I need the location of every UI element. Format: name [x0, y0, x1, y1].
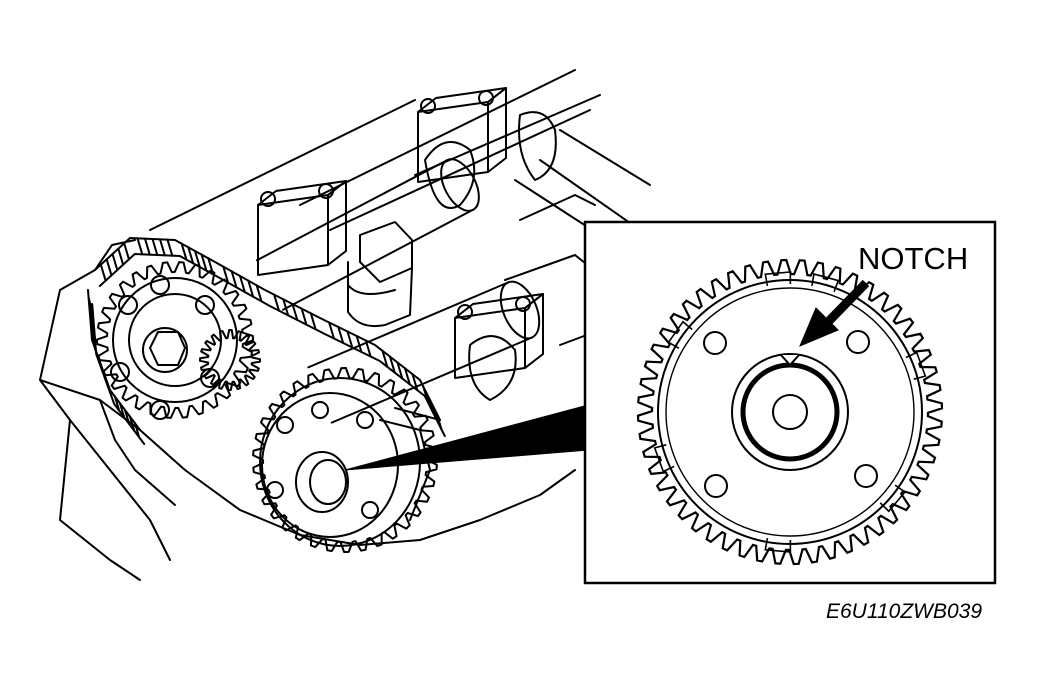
cap-bolt	[457, 304, 473, 320]
sensor-ring	[347, 284, 396, 295]
cap-bolt	[478, 90, 494, 106]
cam-lobe	[424, 141, 476, 209]
cam-cap-rear	[417, 87, 507, 183]
trigger-wheel	[199, 329, 261, 391]
cylinder-head-drawing	[39, 69, 651, 581]
sprocket-hole	[110, 362, 130, 382]
sprocket-web-ring	[665, 287, 915, 537]
intake-sprocket-bolt	[142, 327, 188, 373]
rim-lug	[764, 537, 792, 553]
leader-wedge	[344, 404, 589, 471]
housing-outline	[39, 289, 576, 561]
housing-inner-edge	[99, 399, 176, 506]
sprocket-hole	[854, 464, 878, 488]
notch-label: NOTCH	[858, 241, 969, 276]
rim-lug	[764, 271, 792, 287]
detail-inset	[583, 220, 997, 585]
sprocket-hole	[195, 295, 215, 315]
sensor-body	[347, 261, 413, 328]
cam-lobe	[468, 335, 517, 401]
rim-lug	[811, 273, 840, 293]
sensor-head	[359, 221, 413, 283]
cap-bolt	[318, 183, 334, 199]
sprocket-hole	[361, 501, 379, 519]
exhaust-sprocket-center	[295, 451, 349, 513]
exhaust-camshaft	[307, 280, 541, 424]
rim-lug	[653, 444, 675, 473]
callout-leader	[344, 404, 589, 471]
sprocket-hole	[118, 295, 138, 315]
hub-center-hole	[772, 394, 808, 430]
sprocket-hole	[276, 416, 294, 434]
notch-arrow-shaft	[824, 279, 870, 326]
sprocket-hole	[150, 400, 170, 420]
hub-outer	[731, 353, 849, 471]
sprocket-hole	[846, 330, 870, 354]
intake-sprocket-hub-ring	[128, 293, 222, 387]
exhaust-sprocket-bore	[309, 459, 347, 505]
notch-arrow-head	[799, 307, 839, 347]
bore-notch	[780, 354, 800, 367]
exhaust-sprocket-teeth	[252, 367, 438, 553]
rim-lug	[879, 484, 907, 513]
sprocket-hole	[150, 275, 170, 295]
figure-code: E6U110ZWB039	[826, 600, 983, 623]
sprocket-hole	[266, 481, 284, 499]
sprocket-hole	[703, 331, 727, 355]
rim-lug	[667, 320, 693, 349]
timing-chain	[94, 237, 446, 437]
intake-bolt-hex	[149, 331, 186, 366]
cap-bolt	[515, 296, 531, 312]
timing-chain-left	[87, 289, 146, 445]
head-side-lines	[514, 129, 651, 236]
sprocket-hole	[311, 401, 329, 419]
cap-bolt	[260, 191, 276, 207]
housing-edge	[59, 239, 141, 581]
intake-sprocket-teeth	[96, 261, 254, 419]
intake-sprocket-rim	[112, 277, 238, 403]
sprocket-teeth	[636, 258, 944, 566]
cap-bolt	[420, 98, 436, 114]
rim-lug	[905, 351, 927, 380]
cam-cap-front	[257, 180, 347, 276]
sprocket-hole	[356, 411, 374, 429]
cam-lobe	[518, 111, 557, 181]
head-rear-lines	[149, 69, 601, 231]
sprocket-hole	[704, 474, 728, 498]
